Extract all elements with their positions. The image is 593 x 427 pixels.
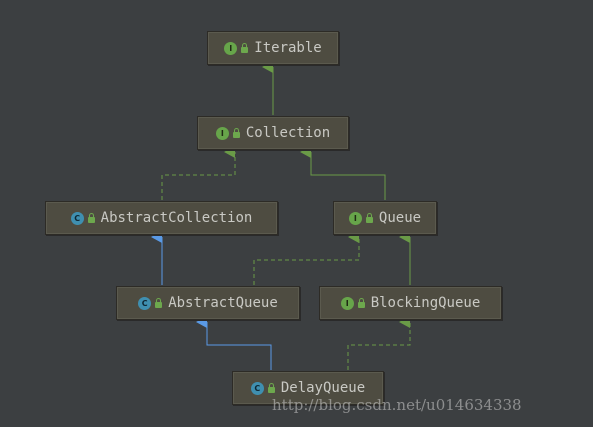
node-abstract-queue[interactable]: C AbstractQueue <box>116 286 300 320</box>
node-label: Collection <box>245 125 331 141</box>
node-collection[interactable]: I Collection <box>197 116 349 150</box>
edge-delayqueue-abstractqueue <box>196 316 272 370</box>
edge-delayqueue-blockingqueue <box>347 316 411 370</box>
interface-icon: I <box>224 41 238 55</box>
node-label: Iterable <box>254 40 322 56</box>
node-label: AbstractCollection <box>100 210 253 226</box>
node-label: Queue <box>378 210 422 226</box>
lock-icon <box>87 213 95 223</box>
lock-icon <box>241 43 249 53</box>
node-iterable[interactable]: I Iterable <box>207 31 339 65</box>
node-delay-queue[interactable]: C DelayQueue <box>232 371 384 405</box>
node-abstract-collection[interactable]: C AbstractCollection <box>45 201 278 235</box>
edge-abstractcollection-collection <box>161 146 236 200</box>
edge-queue-collection <box>300 146 386 200</box>
lock-icon <box>232 128 240 138</box>
interface-icon: I <box>340 296 354 310</box>
node-blocking-queue[interactable]: I BlockingQueue <box>319 286 502 320</box>
class-icon: C <box>70 211 84 225</box>
edge-abstractqueue-queue <box>253 231 360 285</box>
lock-icon <box>267 383 275 393</box>
class-icon: C <box>250 381 264 395</box>
node-label: DelayQueue <box>280 380 366 396</box>
node-label: AbstractQueue <box>168 295 278 311</box>
lock-icon <box>365 213 373 223</box>
interface-icon: I <box>215 126 229 140</box>
class-icon: C <box>138 296 152 310</box>
lock-icon <box>357 298 365 308</box>
watermark-text: http://blog.csdn.net/u014634338 <box>272 396 522 414</box>
node-queue[interactable]: I Queue <box>333 201 437 235</box>
lock-icon <box>155 298 163 308</box>
node-label: BlockingQueue <box>370 295 481 311</box>
interface-icon: I <box>348 211 362 225</box>
